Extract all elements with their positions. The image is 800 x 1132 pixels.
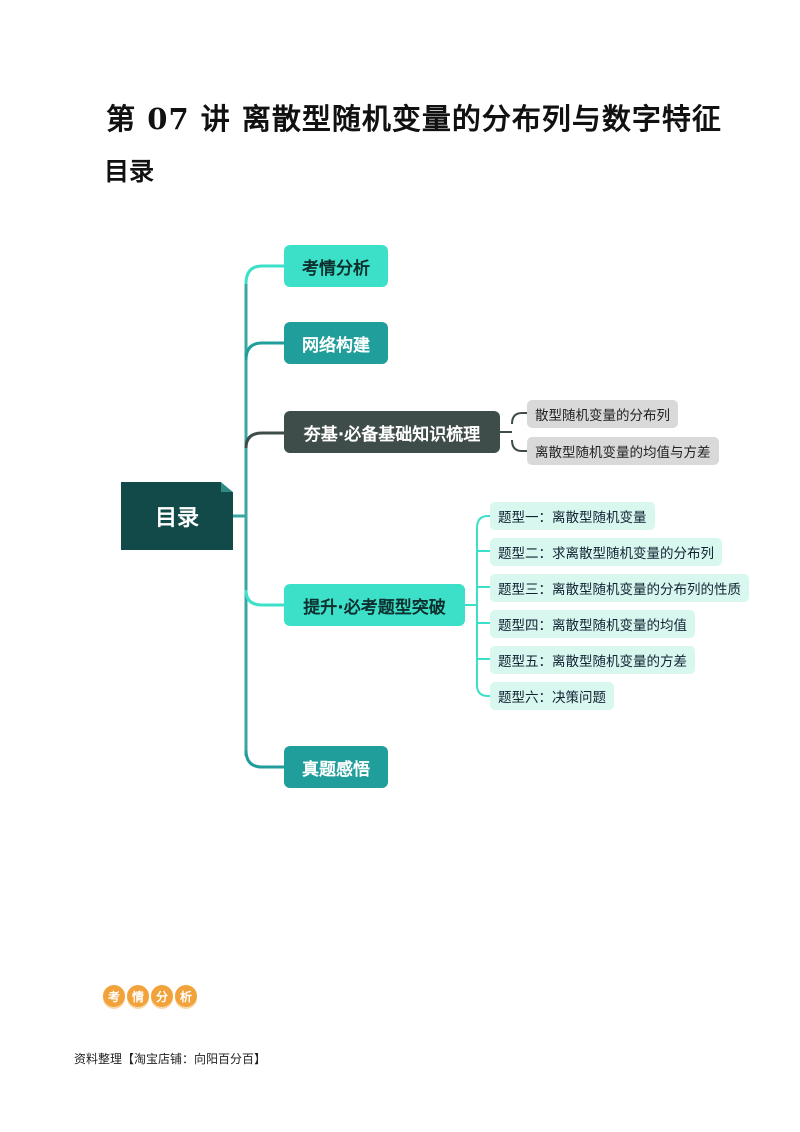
document-title: 第 07 讲 离散型随机变量的分布列与数字特征	[106, 102, 722, 136]
leaf-label: 离散型随机变量的均值与方差	[535, 445, 711, 461]
leaf-label: 题型一：离散型随机变量	[498, 510, 647, 526]
leaf-distribution: 散型随机变量的分布列	[527, 400, 678, 428]
branch-label: 考情分析	[302, 258, 370, 279]
leaf-label: 散型随机变量的分布列	[535, 408, 670, 424]
leaf-type-3: 题型三：离散型随机变量的分布列的性质	[490, 574, 749, 602]
branch-label: 提升·必考题型突破	[303, 597, 446, 618]
badge-char: 分	[151, 985, 173, 1007]
branch-question-types: 提升·必考题型突破	[284, 584, 465, 626]
leaf-type-4: 题型四：离散型随机变量的均值	[490, 610, 695, 638]
page-footer: 资料整理【淘宝店铺：向阳百分百】	[74, 1052, 267, 1066]
leaf-type-5: 题型五：离散型随机变量的方差	[490, 646, 695, 674]
branch-label: 夯基·必备基础知识梳理	[303, 424, 481, 445]
leaf-type-2: 题型二：求离散型随机变量的分布列	[490, 538, 722, 566]
leaf-label: 题型五：离散型随机变量的方差	[498, 654, 687, 670]
branch-past-exams: 真题感悟	[284, 746, 388, 788]
branch-exam-analysis: 考情分析	[284, 245, 388, 287]
leaf-label: 题型二：求离散型随机变量的分布列	[498, 546, 714, 562]
section-badge-exam-analysis: 考 情 分 析	[103, 985, 197, 1009]
branch-label: 真题感悟	[302, 759, 370, 780]
toc-heading: 目录	[104, 157, 155, 186]
leaf-label: 题型四：离散型随机变量的均值	[498, 618, 687, 634]
badge-char: 析	[175, 985, 197, 1007]
leaf-type-1: 题型一：离散型随机变量	[490, 502, 655, 530]
mindmap-root: 目录	[121, 482, 233, 550]
leaf-type-6: 题型六：决策问题	[490, 682, 614, 710]
leaf-mean-variance: 离散型随机变量的均值与方差	[527, 437, 719, 465]
branch-label: 网络构建	[302, 335, 370, 356]
branch-basic-knowledge: 夯基·必备基础知识梳理	[284, 411, 500, 453]
branch-network-build: 网络构建	[284, 322, 388, 364]
badge-char: 考	[103, 985, 125, 1007]
badge-char: 情	[127, 985, 149, 1007]
leaf-label: 题型三：离散型随机变量的分布列的性质	[498, 582, 741, 598]
root-label: 目录	[154, 506, 199, 531]
leaf-label: 题型六：决策问题	[498, 690, 606, 706]
